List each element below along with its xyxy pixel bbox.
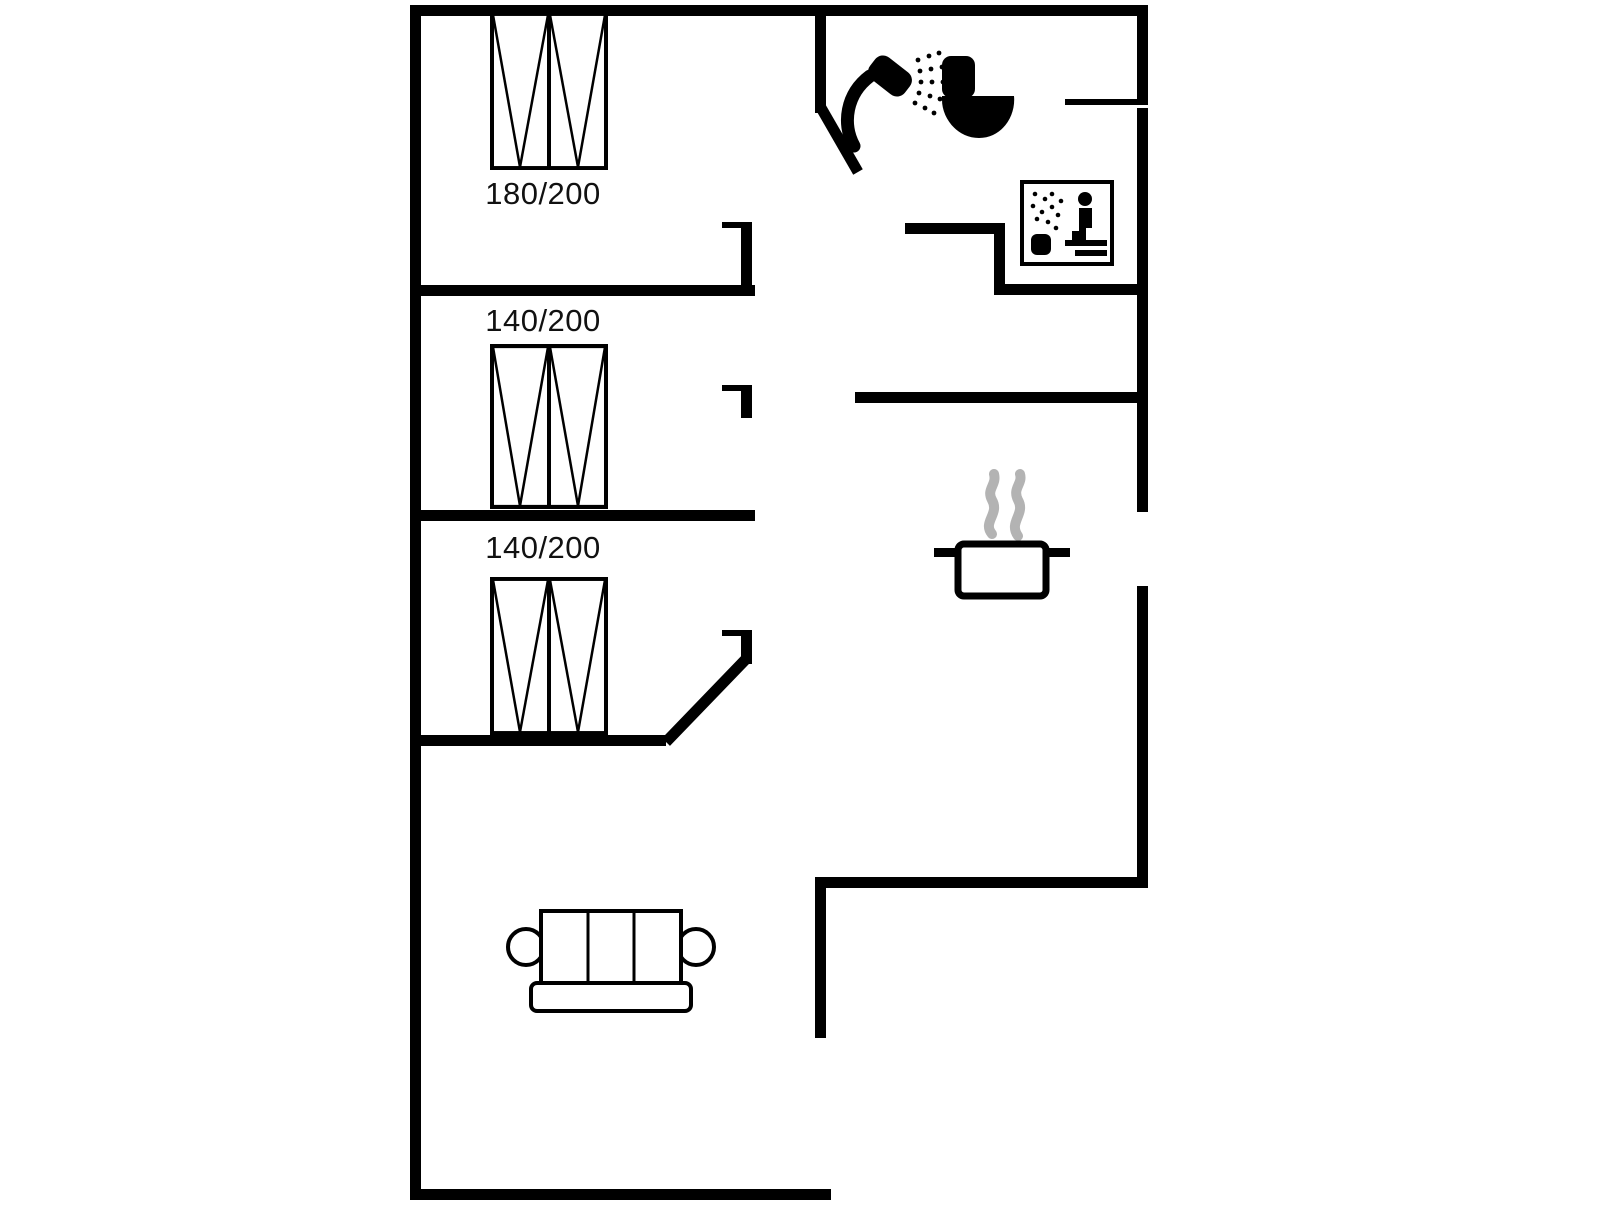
- wall-outer-right-mid1: [1137, 108, 1148, 398]
- wall-hall-west-a: [741, 222, 752, 296]
- wall-outer-right-mid2: [1137, 398, 1148, 512]
- wall-bathroom-south-west: [905, 223, 1005, 234]
- wall-bedroom3-south: [410, 735, 666, 746]
- sauna-icon: [1020, 180, 1114, 266]
- cooking-pot-icon: [930, 452, 1075, 607]
- toilet-icon: [938, 54, 1018, 142]
- wall-outer-bottom: [410, 1189, 831, 1200]
- door-jamb-a: [722, 222, 741, 228]
- wall-outer-right-lower: [1137, 586, 1148, 888]
- bed-size-label-1: 180/200: [485, 176, 601, 211]
- wall-hall-west-c: [741, 630, 752, 664]
- bed-double-icon: [490, 12, 608, 170]
- wall-bedroom2-south: [410, 510, 755, 521]
- shower-icon: [838, 48, 946, 156]
- wall-bathroom-west: [815, 5, 826, 113]
- wall-bedroom1-south: [410, 285, 755, 296]
- door-jamb-c: [722, 630, 741, 636]
- wall-southeast-horizontal: [815, 877, 1148, 888]
- wall-hall-west-b: [741, 385, 752, 418]
- wall-door-lintel-top-right: [1065, 99, 1148, 105]
- sofa-icon: [505, 903, 717, 1018]
- wall-living-east: [815, 888, 826, 1038]
- wall-kitchen-north: [855, 392, 1148, 403]
- wall-outer-left: [410, 5, 421, 1200]
- wall-outer-right-upper: [1137, 5, 1148, 100]
- bed-size-label-2: 140/200: [485, 303, 601, 338]
- bed-size-label-3: 140/200: [485, 530, 601, 565]
- bed-double-icon: [490, 344, 608, 509]
- door-jamb-b: [722, 385, 741, 391]
- wall-sauna-west: [994, 223, 1005, 295]
- wall-outer-top: [410, 5, 1148, 16]
- bed-double-icon: [490, 577, 608, 735]
- wall-sauna-south: [994, 284, 1148, 295]
